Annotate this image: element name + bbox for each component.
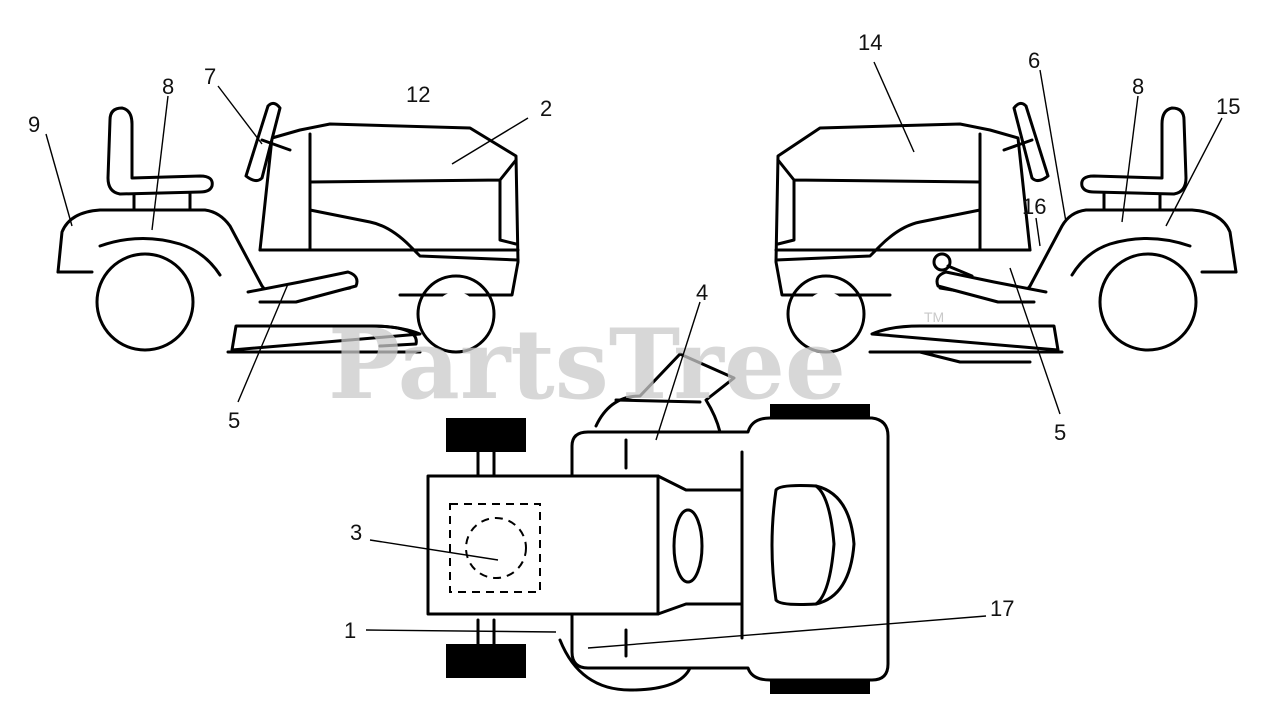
callout-1: 1 bbox=[344, 618, 356, 643]
right-side-view bbox=[774, 101, 1238, 364]
callout-5-right: 5 bbox=[1054, 420, 1066, 445]
callout-4: 4 bbox=[696, 280, 708, 305]
callout-15: 15 bbox=[1216, 94, 1240, 119]
leader-lines bbox=[45, 61, 1223, 649]
callout-6: 6 bbox=[1028, 48, 1040, 73]
callout-8-left: 8 bbox=[162, 74, 174, 99]
callout-14: 14 bbox=[858, 30, 882, 55]
top-view bbox=[426, 352, 890, 694]
callout-12: 12 bbox=[406, 82, 430, 107]
watermark: PartsTree bbox=[328, 308, 846, 421]
callout-numbers: 9 8 7 12 2 5 14 6 8 15 16 5 4 3 1 17 bbox=[28, 30, 1240, 643]
callout-17: 17 bbox=[990, 596, 1014, 621]
left-side-view bbox=[56, 101, 520, 354]
callout-2: 2 bbox=[540, 96, 552, 121]
callout-3: 3 bbox=[350, 520, 362, 545]
watermark-trademark: TM bbox=[924, 309, 944, 325]
callout-16: 16 bbox=[1022, 194, 1046, 219]
callout-9: 9 bbox=[28, 112, 40, 137]
callout-7: 7 bbox=[204, 64, 216, 89]
callout-5-left: 5 bbox=[228, 408, 240, 433]
callout-8-right: 8 bbox=[1132, 74, 1144, 99]
